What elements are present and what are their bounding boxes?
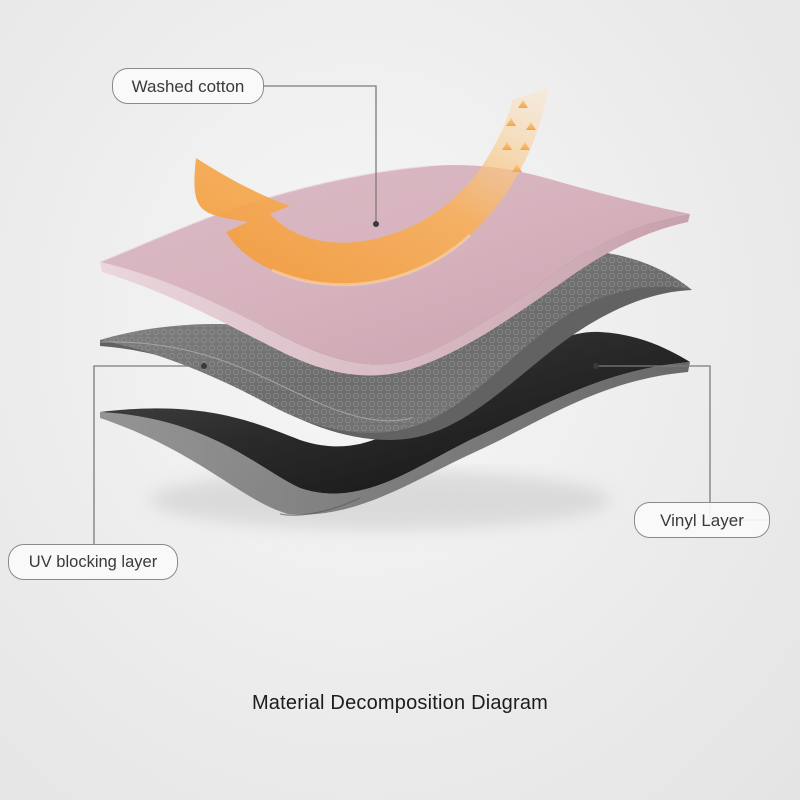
diagram-caption: Material Decomposition Diagram [251,692,549,714]
label-vinyl-layer: Vinyl Layer [634,502,770,538]
callout-dots [201,221,599,369]
vinyl-layer [100,331,690,516]
label-uv-blocking-layer: UV blocking layer [8,544,178,580]
label-washed-cotton: Washed cotton [112,68,264,104]
airflow-arrow-icon [194,88,549,287]
vapor-marks-icon [502,100,536,172]
